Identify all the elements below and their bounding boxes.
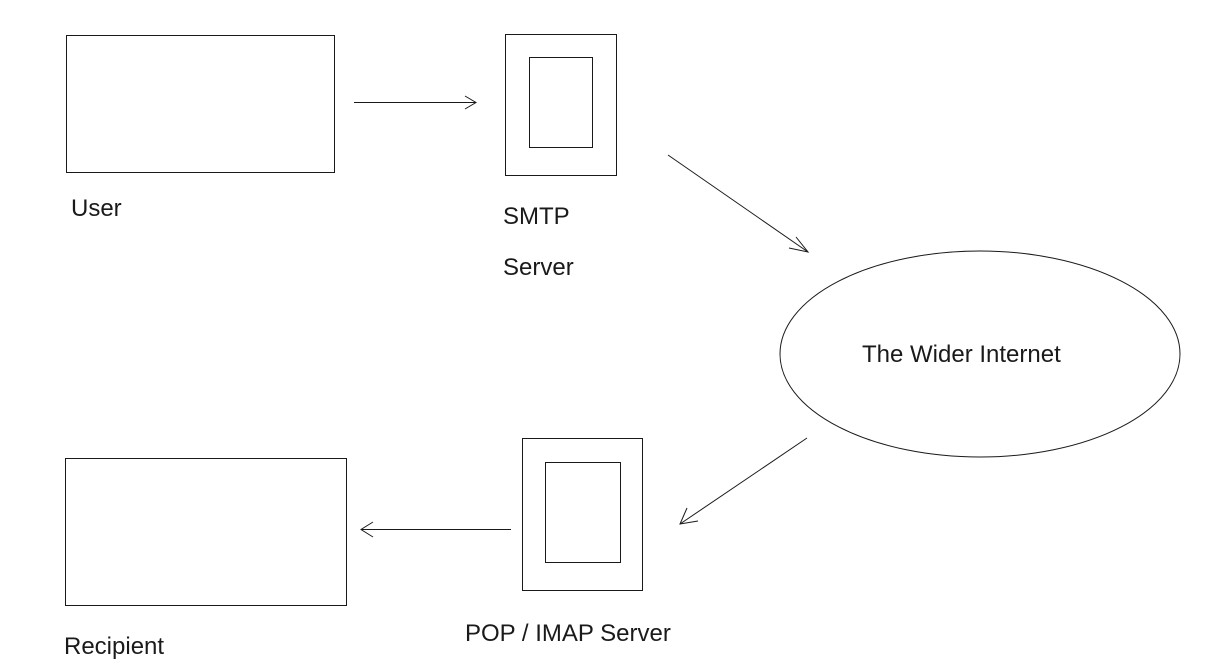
arrow-smtp-to-internet: [667, 154, 810, 253]
internet-node: The Wider Internet: [779, 250, 1181, 458]
smtp-server-inner-box: [529, 57, 593, 148]
arrow-internet-to-pop-imap: [679, 437, 808, 525]
smtp-server-label-line1: SMTP: [503, 203, 570, 230]
recipient-label: Recipient: [64, 633, 164, 660]
smtp-server-node: SMTP Server: [503, 34, 617, 281]
smtp-server-label-line2: Server: [503, 254, 574, 281]
internet-ellipse: [779, 250, 1181, 458]
pop-imap-server-inner-box: [545, 462, 621, 563]
internet-label: The Wider Internet: [862, 341, 1061, 368]
pop-imap-server-outer-box: [522, 438, 643, 591]
recipient-node: Recipient: [64, 458, 347, 660]
user-box: [66, 35, 335, 173]
arrow-user-to-smtp: [354, 95, 477, 110]
user-node: User: [66, 35, 335, 222]
user-label: User: [71, 195, 122, 222]
arrow-pop-imap-to-recipient: [360, 521, 511, 538]
recipient-box: [65, 458, 347, 606]
pop-imap-server-node: POP / IMAP Server: [465, 438, 671, 647]
smtp-server-outer-box: [505, 34, 617, 176]
pop-imap-server-label: POP / IMAP Server: [465, 620, 671, 647]
